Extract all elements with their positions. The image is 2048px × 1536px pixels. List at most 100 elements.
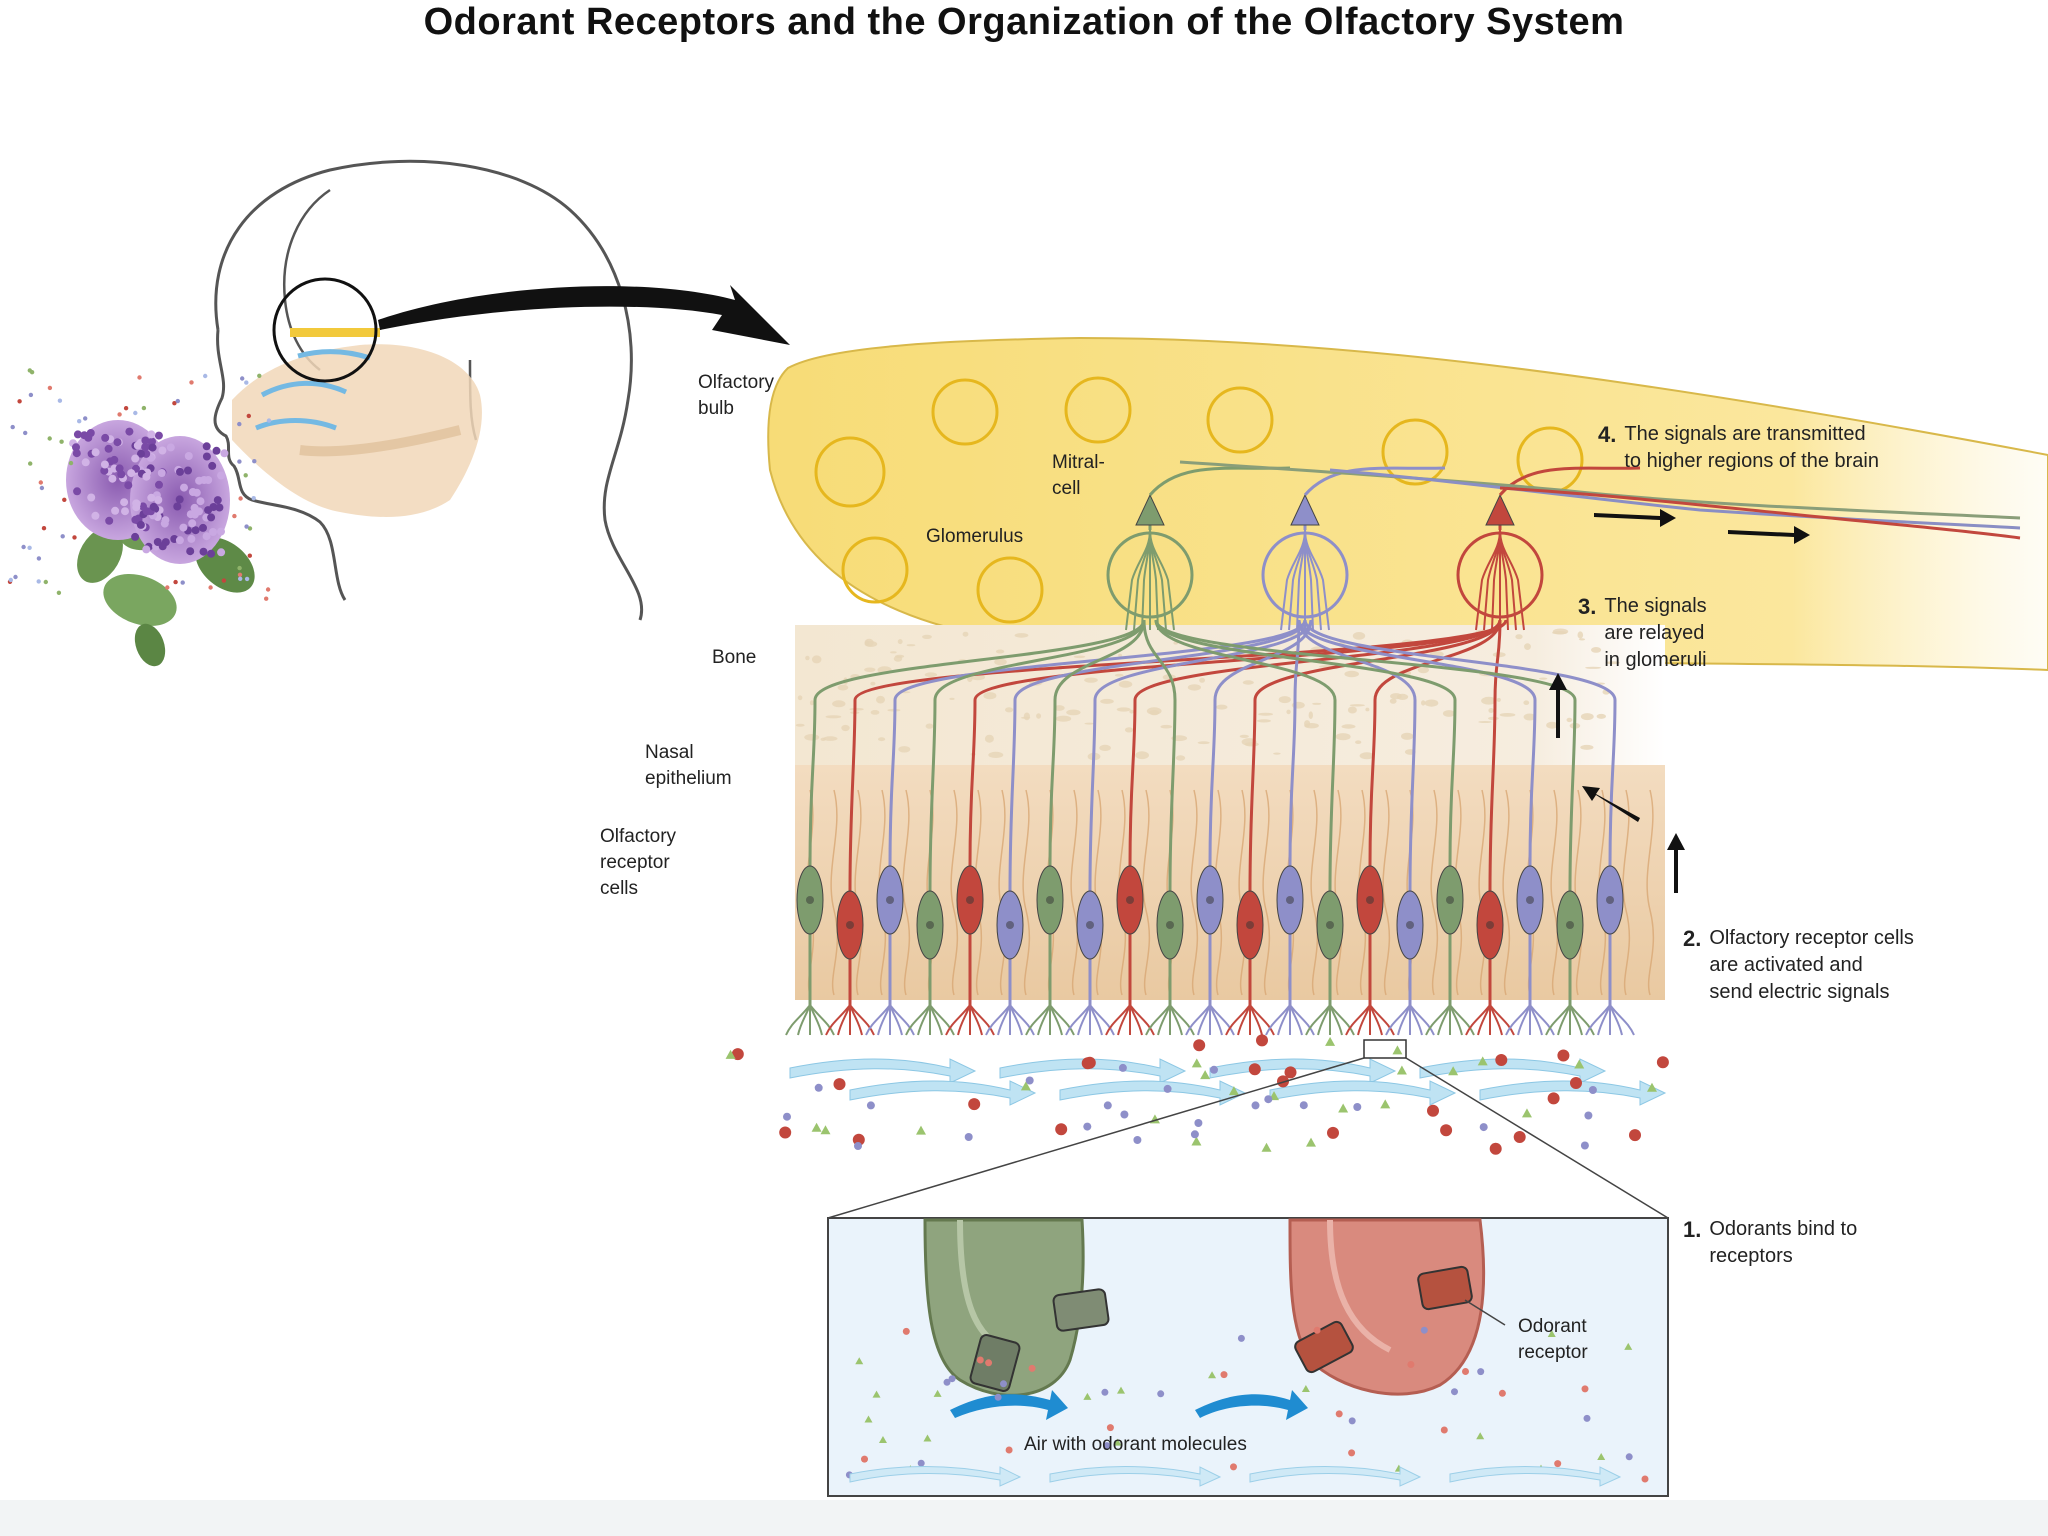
cilium (1249, 1004, 1275, 1036)
receptor-cell-nucleus (1486, 921, 1494, 929)
receptor-cell-nucleus (1006, 921, 1014, 929)
odorant-molecule (1101, 1388, 1109, 1396)
odorant-molecule (994, 1393, 1002, 1401)
mitral-cell-body (1135, 493, 1165, 526)
odorant-receptor-protein (969, 1265, 1473, 1392)
axon (968, 619, 1508, 867)
receptor-cell-nucleus (1446, 896, 1454, 904)
cilium (1529, 1004, 1555, 1036)
cilium (877, 1004, 891, 1036)
odorant-molecule (917, 1459, 925, 1467)
cilium (1277, 1004, 1291, 1036)
odorant-molecule (820, 1125, 831, 1135)
page-title: Odorant Receptors and the Organization o… (423, 1, 1625, 43)
odorant-molecule (872, 1390, 881, 1398)
olfactory-bulb (767, 336, 2048, 672)
odorant-molecule (1588, 1086, 1597, 1094)
inset-air-flow (849, 1466, 1622, 1487)
axon (1368, 619, 1502, 867)
inset-air-arrows (950, 1390, 1308, 1420)
inset-odorant-molecules (845, 1326, 1649, 1483)
cilium (945, 1004, 971, 1036)
receptor-cell-nucleus (1246, 921, 1254, 929)
odorant-molecule (779, 1126, 792, 1139)
odorant-molecule (1083, 1392, 1092, 1400)
odorant-molecule (1256, 1034, 1268, 1047)
cilium (1209, 1004, 1223, 1036)
odorant-molecule (1597, 1452, 1606, 1460)
cilium (1225, 1004, 1251, 1036)
air-flow (789, 1058, 1667, 1106)
odorant-molecule (1580, 1141, 1589, 1150)
air-flow-arrow (789, 1058, 977, 1084)
odorant-molecule (1392, 1045, 1403, 1055)
axon (1488, 619, 1502, 892)
cilium (1289, 1004, 1303, 1036)
odorant-molecule (1646, 1082, 1657, 1092)
cilium (1329, 1004, 1355, 1036)
cilium (929, 1004, 955, 1036)
cilium (1505, 1004, 1531, 1036)
mitral-cell-body (1290, 493, 1320, 526)
air-flow-arrow (1049, 1466, 1222, 1487)
air-flow-arrow (849, 1466, 1022, 1487)
cilium (785, 1004, 811, 1036)
odorant-molecule (731, 1048, 744, 1061)
cilium (997, 1004, 1011, 1036)
cilium (917, 1004, 931, 1036)
step-text: The signals are transmitted to higher re… (1624, 423, 1879, 472)
cilium (1089, 1004, 1103, 1036)
odorant-molecule (1396, 1065, 1407, 1075)
cilium (1129, 1004, 1155, 1036)
cilium (837, 1004, 851, 1036)
step-number: 4. (1598, 422, 1617, 447)
odorant-molecule (1194, 1119, 1203, 1127)
cilium (1345, 1004, 1371, 1036)
step-1: 1. Odorants bind to receptors (1683, 1216, 1857, 1270)
lilac-flower (66, 420, 255, 667)
odorant-molecule (933, 1389, 942, 1397)
odorant-molecule (1348, 1449, 1356, 1457)
axon-bundle (808, 619, 1617, 892)
cilium (1145, 1004, 1171, 1036)
receptor-cell-nucleus (926, 921, 934, 929)
cilium (809, 1004, 835, 1036)
cilium (1369, 1004, 1383, 1036)
air-flow-arrow (849, 1080, 1037, 1106)
cilium (1597, 1004, 1611, 1036)
odorant-molecule (1498, 1389, 1506, 1397)
cilium (985, 1004, 1011, 1036)
zoom-circle (272, 277, 378, 383)
odorant-molecule (1133, 1136, 1142, 1144)
receptor-cell-nucleus (846, 921, 854, 929)
odorant-molecule (1118, 1063, 1127, 1072)
axon (1303, 619, 1617, 867)
axon (1154, 619, 1457, 867)
odorant-molecule (1521, 1108, 1532, 1118)
air-flow-arrow (1449, 1466, 1622, 1487)
cilium (1477, 1004, 1491, 1036)
odorant-molecule (964, 1133, 973, 1141)
axon (1297, 619, 1537, 867)
step-number: 2. (1683, 926, 1702, 951)
step-4: 4. The signals are transmitted to higher… (1598, 421, 1879, 475)
label-olfactory-receptor-cells: Olfactory receptor cells (600, 826, 677, 899)
bulb-circles (814, 376, 1584, 624)
odorant-molecule (864, 1415, 873, 1423)
odorant-molecule (1641, 1475, 1649, 1483)
lilac-scent-dots (7, 368, 272, 601)
receptor-cell-nucleus (1526, 896, 1534, 904)
cilium (1249, 1004, 1263, 1036)
axon (1154, 619, 1577, 892)
cilium (1357, 1004, 1371, 1036)
mitral-axon (1303, 466, 1446, 496)
odorant-molecule (833, 1078, 846, 1091)
air-flow-arrow (1479, 1080, 1667, 1106)
odorant-molecule (878, 1436, 887, 1444)
cilium (797, 1004, 811, 1036)
odorant-molecule (1440, 1426, 1448, 1434)
odorant-molecule (1420, 1326, 1428, 1334)
odorant-molecule (1335, 1410, 1343, 1418)
odorant-molecule (1407, 1361, 1415, 1368)
odorant-molecule (1191, 1058, 1202, 1068)
